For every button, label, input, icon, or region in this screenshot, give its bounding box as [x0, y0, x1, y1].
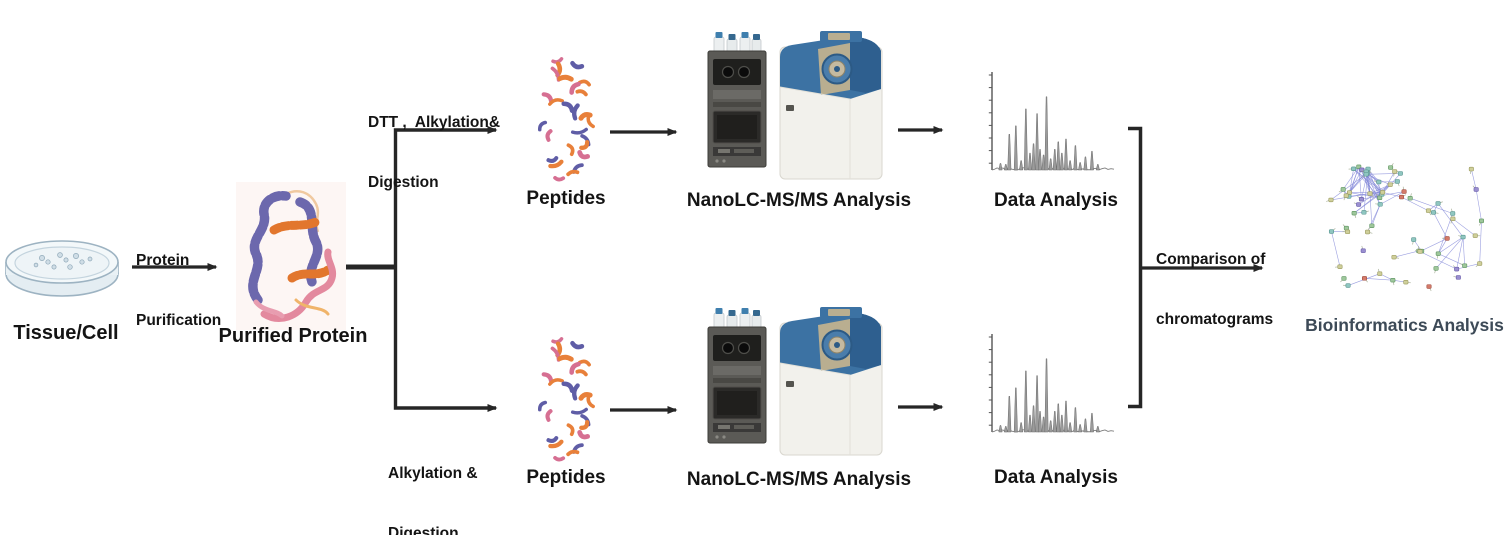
label-comparison-chromatograms: Comparison of chromatograms — [1156, 210, 1273, 370]
bracket-merge — [1128, 126, 1143, 409]
label-nanolc-bottom: NanoLC-MS/MS Analysis — [686, 469, 912, 490]
arrow-branch-top — [393, 126, 498, 267]
label-tissue-cell: Tissue/Cell — [13, 322, 119, 344]
label-protein-purification-line2: Purification — [136, 312, 222, 329]
label-comparison-line2: chromatograms — [1156, 311, 1274, 328]
label-alkylation-line2: Digestion — [388, 525, 459, 535]
label-comparison-line1: Comparison of — [1156, 251, 1266, 268]
label-purified-protein: Purified Protein — [218, 325, 368, 347]
label-protein-purification: Protein Purification — [136, 211, 221, 371]
label-peptides-bottom: Peptides — [526, 467, 606, 488]
label-bioinformatics-analysis: Bioinformatics Analysis — [1305, 315, 1504, 335]
peptides-image-bottom — [516, 332, 612, 467]
label-data-analysis-top: Data Analysis — [994, 190, 1118, 211]
label-peptides-top: Peptides — [526, 188, 606, 209]
peptides-image-top — [516, 52, 612, 187]
label-alkylation-line1: Alkylation & — [388, 465, 478, 482]
nanolc-ms-instrument-image-bottom — [700, 303, 890, 459]
chromatogram-image-bottom — [986, 328, 1118, 444]
label-dtt-alkylation-digestion: DTT , Alkylation& Digestion — [368, 73, 500, 233]
label-protein-purification-line1: Protein — [136, 252, 190, 269]
nanolc-ms-instrument-image-top — [700, 27, 890, 183]
arrow-branch-bottom — [393, 267, 498, 412]
protein-ribbon-image — [236, 182, 346, 330]
network-graph-image — [1318, 158, 1493, 296]
petri-dish-image — [2, 222, 122, 300]
label-data-analysis-bottom: Data Analysis — [994, 467, 1118, 488]
label-dtt-line1: DTT , Alkylation& — [368, 114, 501, 131]
label-alkylation-digestion: Alkylation & Digestion — [388, 424, 478, 535]
chromatogram-image-top — [986, 66, 1118, 182]
label-dtt-line2: Digestion — [368, 174, 439, 191]
label-nanolc-top: NanoLC-MS/MS Analysis — [686, 190, 912, 211]
